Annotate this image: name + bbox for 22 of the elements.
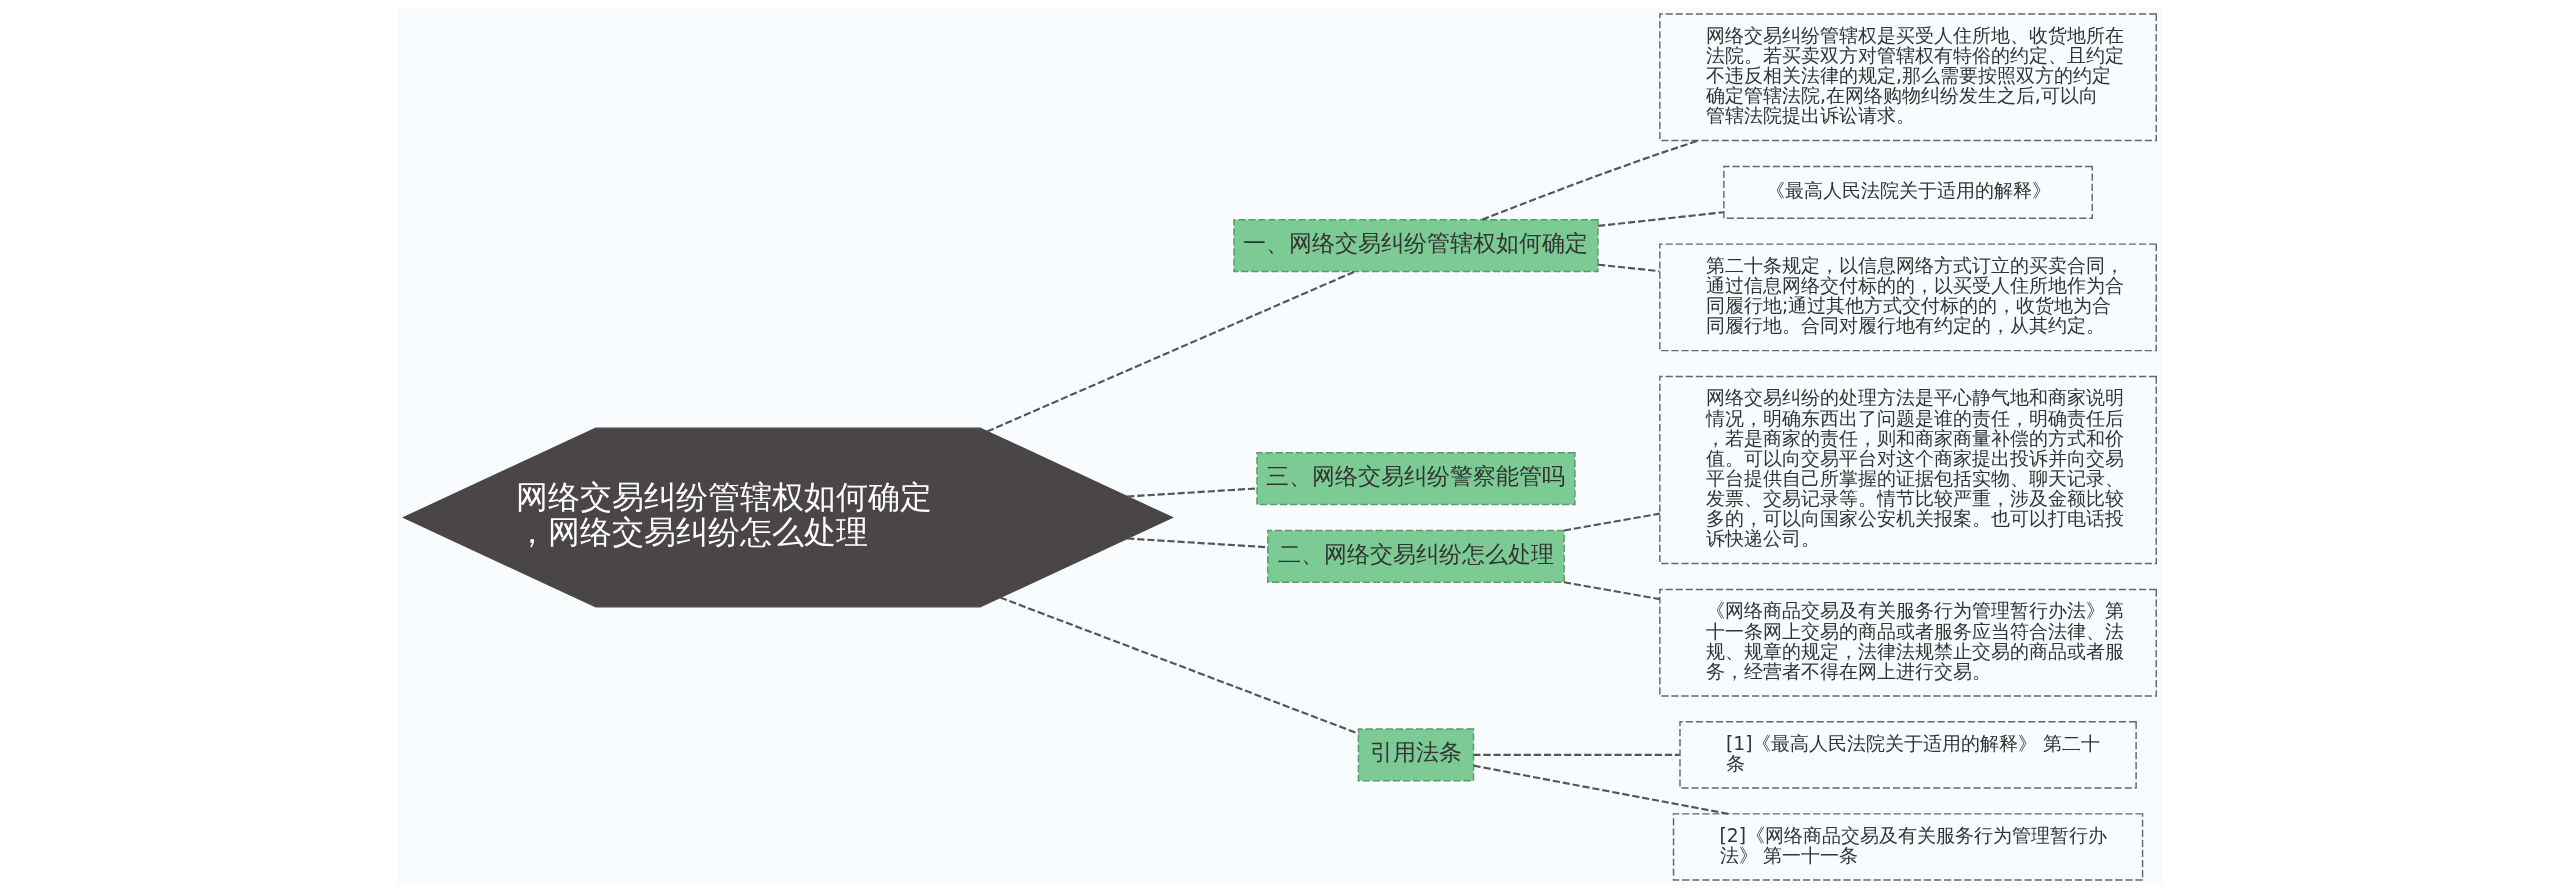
node-box: [2]《网络商品交易及有关服务行为管理暂行办法》 第一十一条 xyxy=(1672,813,2144,881)
connector xyxy=(1127,487,1257,498)
node-box: 引用法条 xyxy=(1357,728,1475,782)
node-box: [1]《最高人民法院关于适用的解释》 第二十条 xyxy=(1679,721,2137,789)
node-box: 第二十条规定，以信息网络方式订立的买卖合同，通过信息网络交付标的的，以买受人住所地作为合同履行地;通过其他方式交付标的的，收货地为合同履行地。合同对履行地有约定的，从其约定。 xyxy=(1659,243,2157,352)
node-box: 一、网络交易纠纷管辖权如何确定 xyxy=(1233,218,1599,273)
node-box: 网络交易纠纷的处理方法是平心静气地和商家说明情况，明确东西出了问题是谁的责任，明确责任后，若是商家的责任，则和商家商量补偿的方式和价值。可以向交易平台对这个商家提出投诉并向交易平台提供自己所掌握的证据包括实物、聊天记录、发票、交易记录等。情节比较严重，涉及金额比较多的，可以向国家公安机关报案。也可以打电话投诉快递公司。 xyxy=(1659,375,2157,565)
connector xyxy=(986,270,1355,433)
node-box: 二、网络交易纠纷怎么处理 xyxy=(1267,529,1565,583)
connector xyxy=(1473,764,1729,815)
connector xyxy=(1564,581,1660,601)
connector xyxy=(1564,512,1660,532)
node-box: 三、网络交易纠纷警察能管吗 xyxy=(1256,452,1576,506)
connector xyxy=(1481,139,1699,221)
node-box: 网络交易纠纷管辖权是买受人住所地、收货地所在法院。若买卖双方对管辖权有特俗的约定、且约定不违反相关法律的规定,那么需要按照双方的约定确定管辖法院,在网络购物纠纷发生之后,可以向管辖法院提出诉讼请求。 xyxy=(1659,13,2157,142)
node-box: 《最高人民法院关于适用的解释》 xyxy=(1723,165,2093,219)
connector xyxy=(1598,263,1660,273)
connector xyxy=(1473,753,1680,756)
connector xyxy=(1127,537,1268,549)
connector xyxy=(999,596,1359,735)
node-box: 《网络商品交易及有关服务行为管理暂行办法》第十一条网上交易的商品或者服务应当符合法律、法规、规章的规定，法律法规禁止交易的商品或者服务，经营者不得在网上进行交易。 xyxy=(1659,588,2157,697)
connector xyxy=(1598,211,1724,227)
